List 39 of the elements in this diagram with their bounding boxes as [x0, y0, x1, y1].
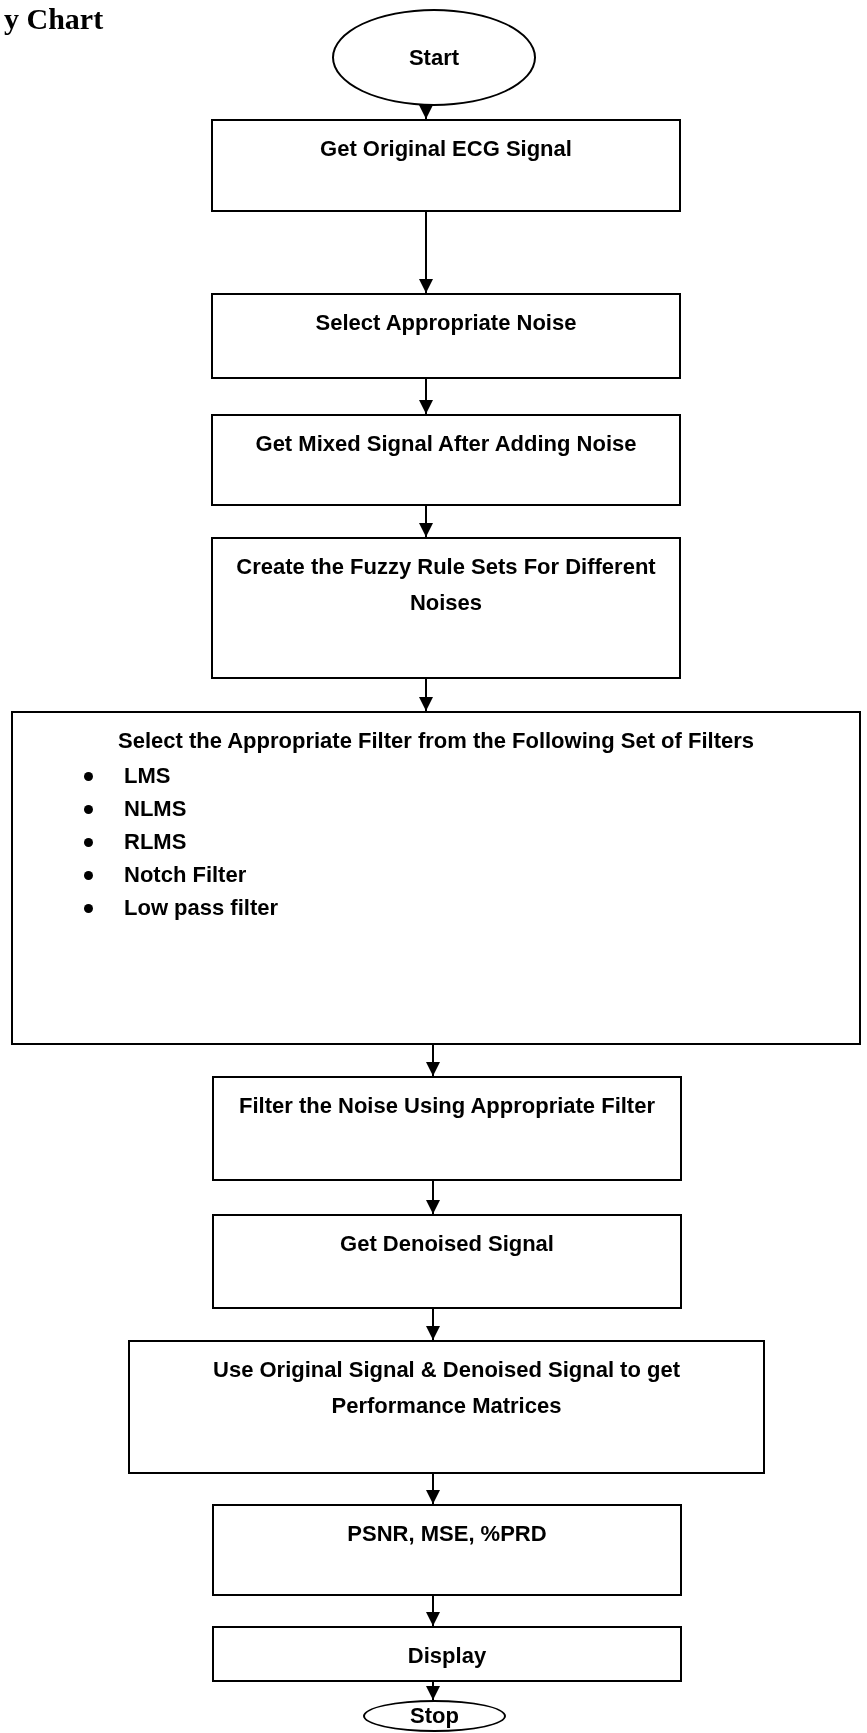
node-text: Get Original ECG Signal	[320, 135, 572, 163]
node-text: Stop	[410, 1702, 459, 1730]
process-box	[211, 414, 681, 506]
node-text: Get Denoised Signal	[340, 1230, 554, 1258]
arrow	[426, 1473, 440, 1505]
bullet-item: Notch Filter	[29, 858, 843, 891]
process-box	[11, 711, 861, 1045]
bullet-item: RLMS	[29, 825, 843, 858]
arrow	[426, 1595, 440, 1627]
node-text: Start	[408, 43, 460, 72]
node-text: PSNR, MSE, %PRD	[347, 1520, 547, 1548]
node-text: Create the Fuzzy Rule Sets For Different Noises	[235, 553, 657, 617]
node-text: Get Mixed Signal After Adding Noise	[255, 430, 637, 458]
arrow	[419, 211, 433, 294]
process-box	[128, 1340, 765, 1474]
arrow	[426, 1044, 440, 1077]
chart-title: y Chart	[4, 2, 104, 36]
arrow	[419, 678, 433, 712]
node-text: Select the Appropriate Filter from the Following Set of Filters	[117, 727, 755, 755]
node-text: Use Original Signal & Denoised Signal to get Performance Matrices	[212, 1356, 681, 1420]
arrow	[426, 1308, 440, 1341]
process-box	[212, 1626, 682, 1682]
node-text: Display	[407, 1642, 487, 1670]
arrow	[419, 378, 433, 415]
bullet-item: LMS	[29, 759, 843, 792]
process-box	[212, 1076, 682, 1181]
process-box	[211, 293, 681, 379]
process-box	[211, 537, 681, 679]
bullet-item: NLMS	[29, 792, 843, 825]
node-text: Filter the Noise Using Appropriate Filter	[239, 1092, 655, 1120]
arrow	[419, 105, 433, 120]
arrow	[419, 505, 433, 538]
process-box	[212, 1504, 682, 1596]
process-box	[212, 1214, 682, 1309]
process-box	[211, 119, 681, 212]
bullet-item: Low pass filter	[29, 891, 843, 924]
arrow	[426, 1681, 440, 1701]
node-text: Select Appropriate Noise	[315, 309, 577, 337]
arrow	[426, 1180, 440, 1215]
